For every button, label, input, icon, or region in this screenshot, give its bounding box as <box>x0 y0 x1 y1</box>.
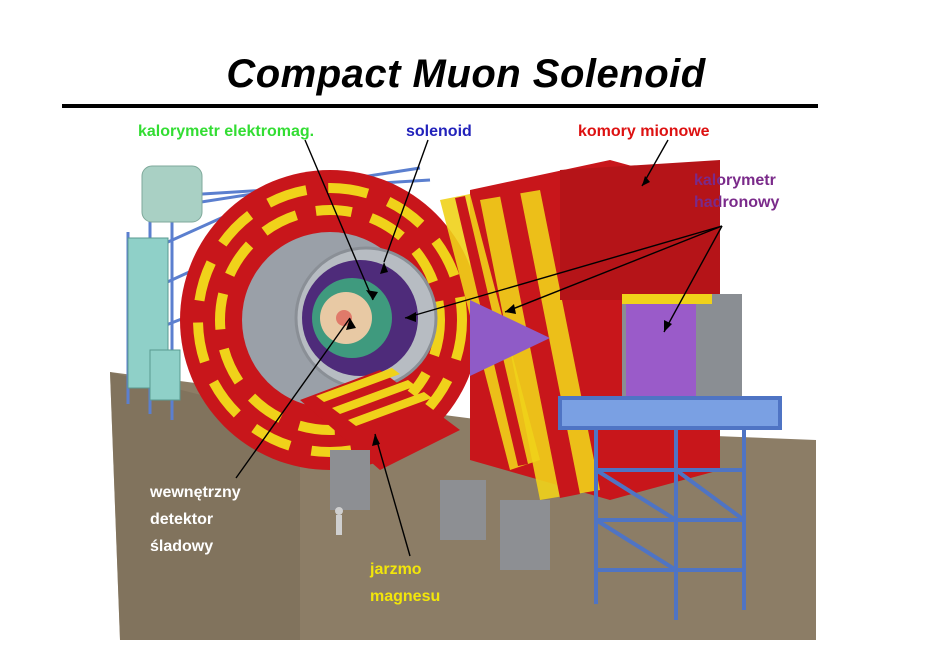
leader-hcal-3 <box>663 225 723 333</box>
label-yoke-line2: magnesu <box>370 588 441 605</box>
label-solenoid: solenoid <box>406 123 472 140</box>
label-hcal-line1: kalorymetr <box>694 172 776 189</box>
label-muon-chambers: komory mionowe <box>578 123 710 140</box>
page-title: Compact Muon Solenoid <box>226 52 706 96</box>
blue-support-platform <box>558 396 782 620</box>
leader-tracker <box>235 317 351 479</box>
leader-yoke <box>374 433 411 557</box>
label-hcal: kalorymetr hadronowy <box>694 170 779 214</box>
cryogenic-tank <box>141 165 203 223</box>
leader-hcal-1 <box>404 225 723 319</box>
yoke-slab <box>300 368 460 470</box>
label-tracker-line2: detektor <box>150 511 214 528</box>
label-hcal-line2: hadronowy <box>694 194 780 211</box>
person-silhouette <box>335 507 343 535</box>
leader-ecal <box>304 139 374 301</box>
hcal-module-top <box>622 294 712 304</box>
label-tracker-line3: śladowy <box>150 538 214 555</box>
label-tracker-line1: wewnętrzny <box>150 484 241 501</box>
label-yoke-line1: jarzmo <box>370 561 422 578</box>
title-underline <box>62 104 818 108</box>
leader-hcal-2 <box>504 225 723 313</box>
support-cradle <box>330 450 550 570</box>
service-cabinet-2 <box>149 349 181 401</box>
leader-solenoid <box>383 139 429 263</box>
hcal-module-face <box>626 304 696 408</box>
arrow-heads <box>346 176 672 446</box>
label-yoke: jarzmo magnesu <box>370 556 440 610</box>
label-tracker: wewnętrzny detektor śladowy <box>150 479 241 560</box>
label-ecal: kalorymetr elektromag. <box>138 123 315 140</box>
leader-lines <box>235 139 723 557</box>
endcap-hcal-cone <box>470 300 550 376</box>
